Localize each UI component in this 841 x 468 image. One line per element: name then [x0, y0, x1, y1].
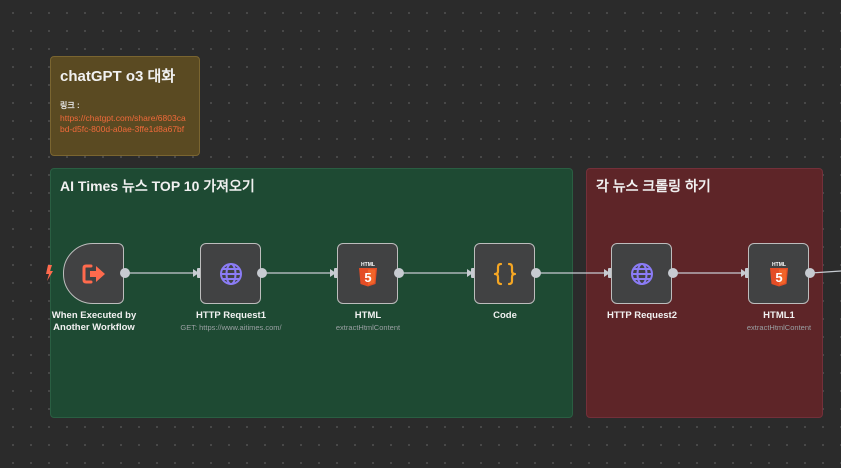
sticky-note-title: chatGPT o3 대화: [60, 68, 176, 85]
node-label: Code: [493, 310, 517, 321]
output-port[interactable]: [257, 268, 267, 278]
node-label: When Executed by Another Workflow: [24, 310, 164, 334]
globe-icon: [219, 262, 242, 285]
html5-icon: HTML 5: [358, 262, 377, 286]
output-port[interactable]: [805, 268, 815, 278]
node-label-line: When Executed by: [51, 310, 137, 321]
input-port[interactable]: [334, 268, 338, 278]
node-html1[interactable]: HTML 5: [748, 243, 809, 304]
connection-edge: [810, 270, 841, 274]
node-label: HTTP Request1: [195, 310, 267, 321]
output-port[interactable]: [531, 268, 541, 278]
group-title: AI Times 뉴스 TOP 10 가져오기: [60, 178, 255, 194]
html5-badge-text: HTML: [772, 262, 786, 268]
sticky-note-link[interactable]: https://chatgpt.com/share/6803cabd-d5fc-…: [60, 113, 186, 134]
sign-in-arrow-icon: [82, 264, 105, 283]
html5-icon: HTML 5: [769, 262, 788, 286]
arrow-head: [741, 269, 747, 277]
node-http-request2[interactable]: [611, 243, 672, 304]
html5-badge-text: HTML: [361, 262, 375, 268]
output-port[interactable]: [120, 268, 130, 278]
arrow-head: [330, 269, 336, 277]
html5-digit: 5: [775, 270, 782, 285]
node-label-line: Another Workflow: [53, 322, 135, 333]
node-label: HTML1: [763, 310, 795, 321]
arrow-head: [604, 269, 610, 277]
output-port[interactable]: [668, 268, 678, 278]
lightning-icon: [46, 265, 53, 281]
input-port[interactable]: [745, 268, 749, 278]
arrow-head: [193, 269, 199, 277]
sticky-note-label: 링크 :: [60, 101, 80, 110]
node-when-executed-by-another-workflow[interactable]: [63, 243, 124, 304]
group-title: 각 뉴스 크롤링 하기: [596, 178, 711, 194]
input-port[interactable]: [608, 268, 612, 278]
input-port[interactable]: [197, 268, 201, 278]
node-http-request1[interactable]: [200, 243, 261, 304]
node-label: HTTP Request2: [606, 310, 678, 321]
node-code[interactable]: [474, 243, 535, 304]
node-subtitle: extractHtmlContent: [335, 323, 401, 332]
output-port[interactable]: [394, 268, 404, 278]
input-port[interactable]: [471, 268, 475, 278]
node-label: HTML: [354, 310, 382, 321]
code-braces-icon: [493, 262, 516, 285]
node-subtitle: GET: https://www.aitimes.com/: [180, 323, 282, 332]
node-subtitle: extractHtmlContent: [746, 323, 812, 332]
globe-icon: [630, 262, 653, 285]
sticky-note[interactable]: chatGPT o3 대화 링크 : https://chatgpt.com/s…: [50, 56, 200, 156]
node-html[interactable]: HTML 5: [337, 243, 398, 304]
arrow-head: [467, 269, 473, 277]
html5-digit: 5: [364, 270, 371, 285]
